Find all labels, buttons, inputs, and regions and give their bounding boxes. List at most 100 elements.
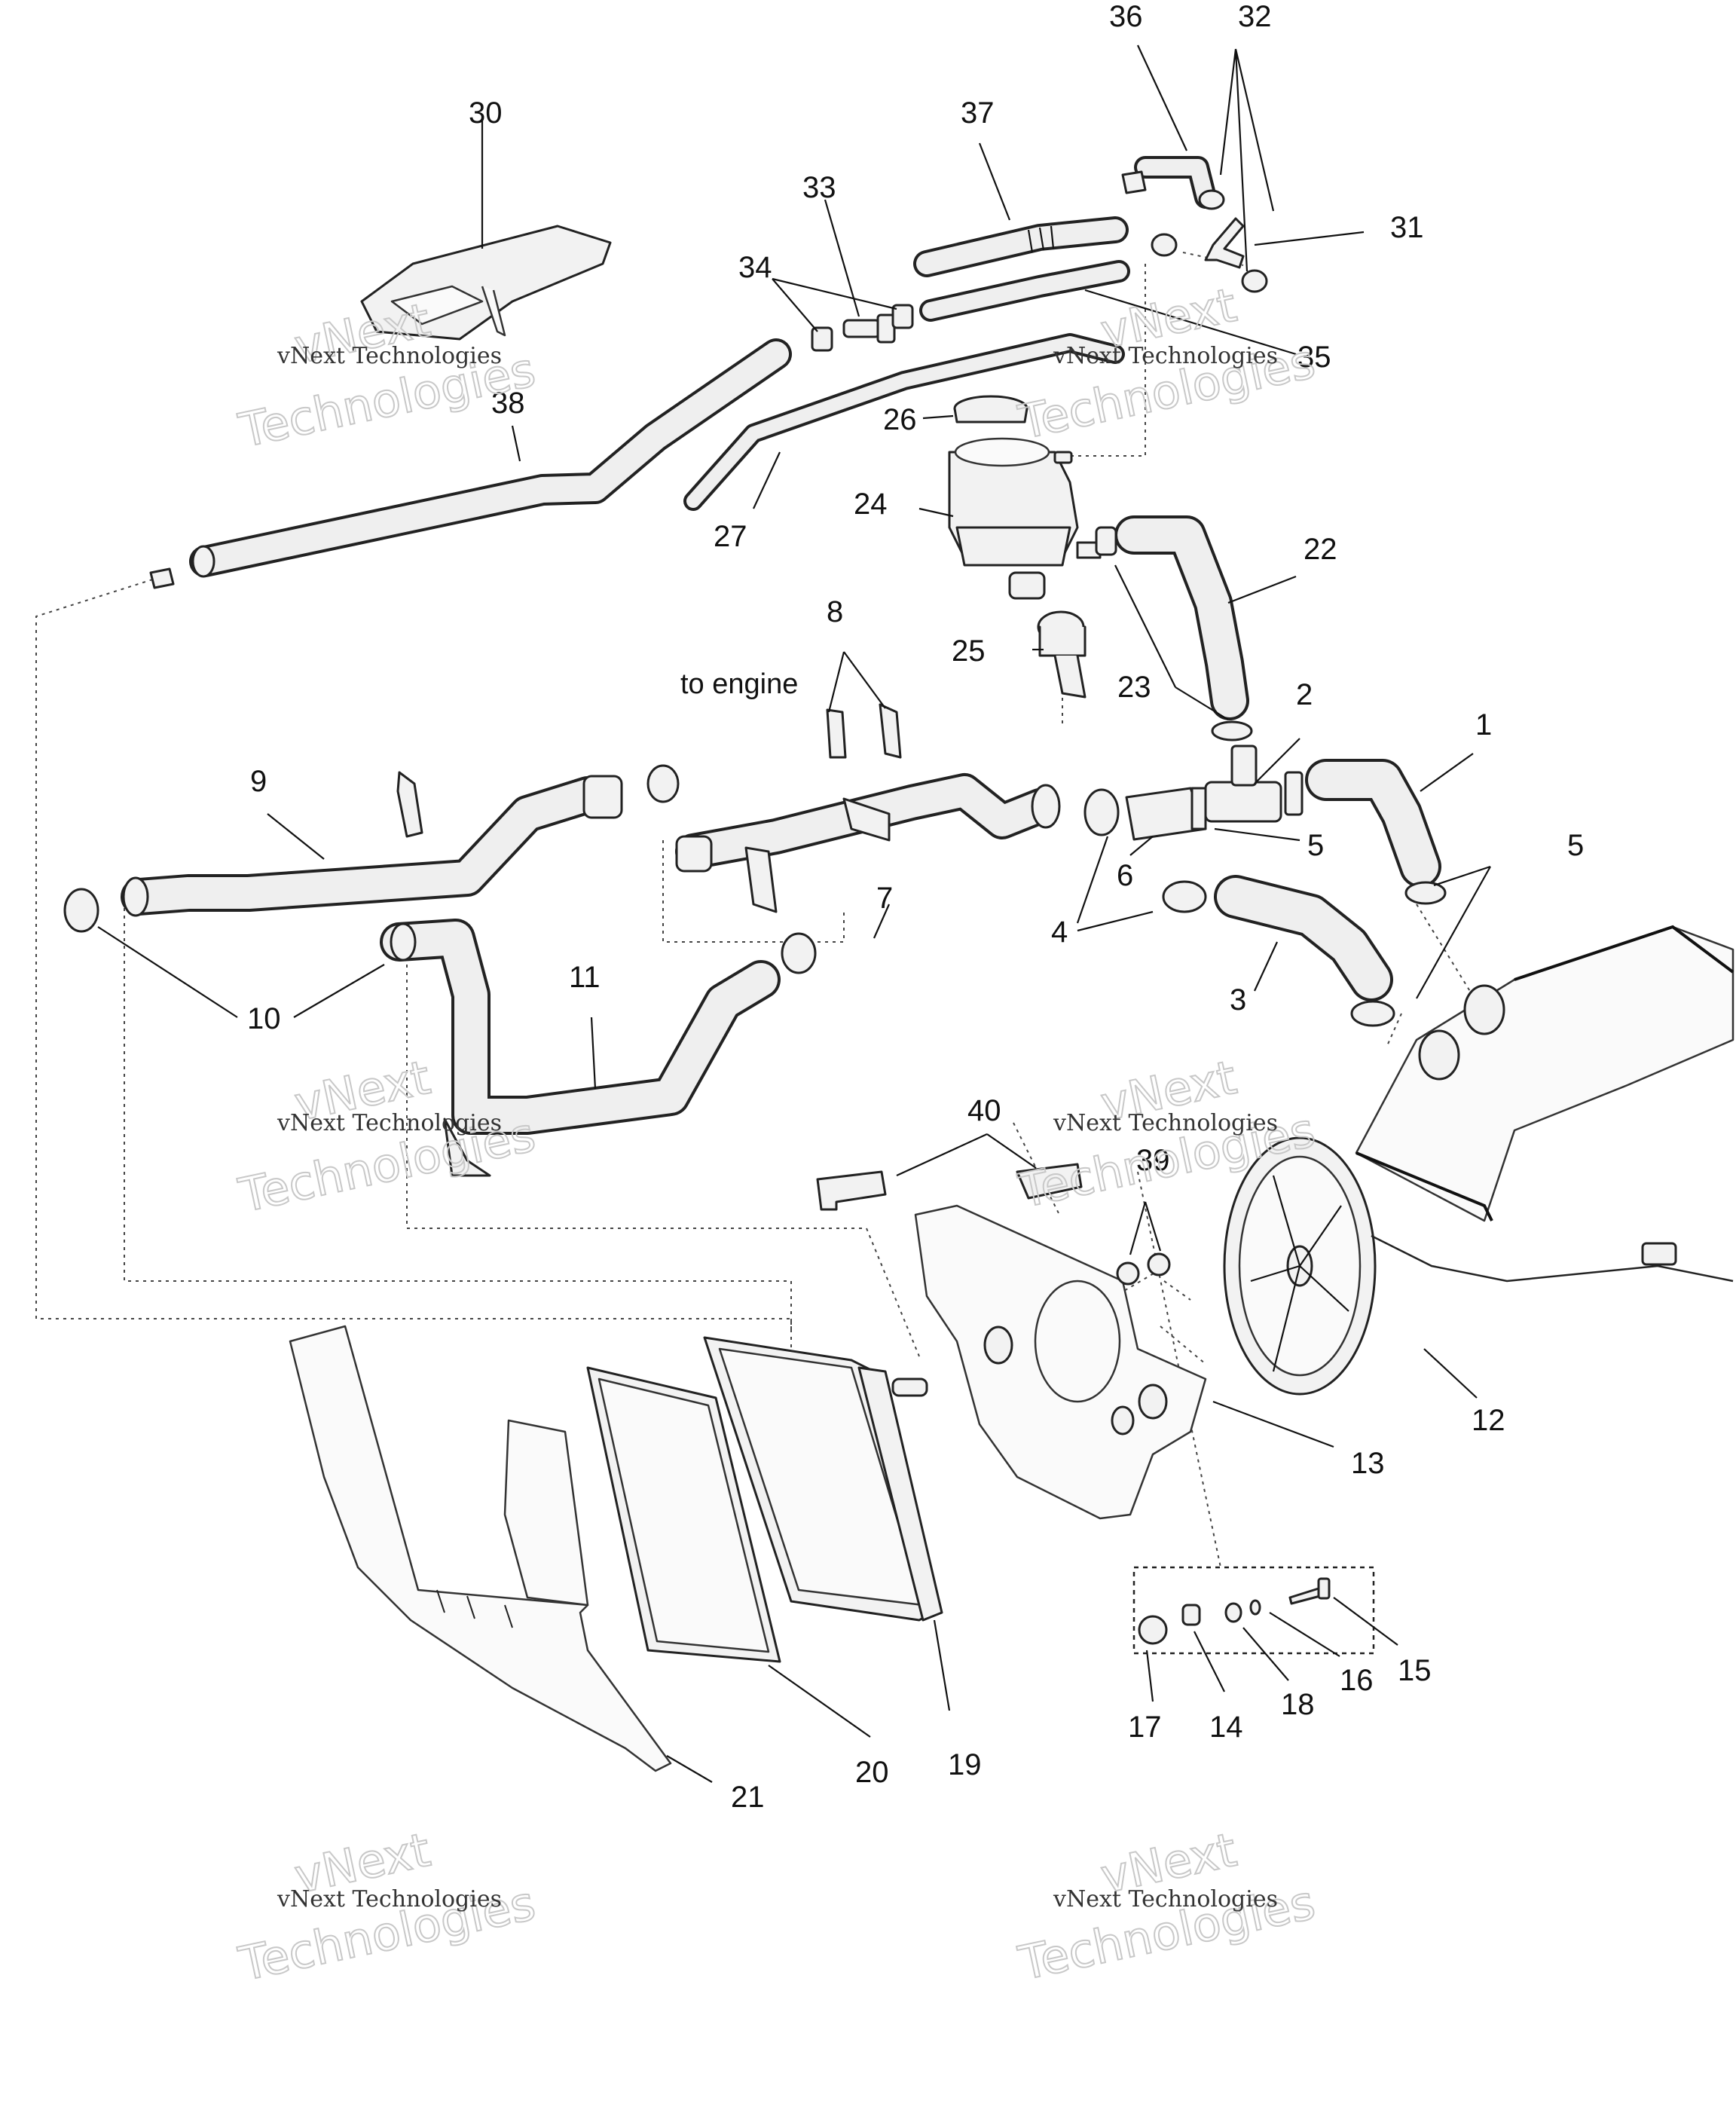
hose-part-1 bbox=[1305, 759, 1441, 888]
callout-32: 32 bbox=[1238, 0, 1272, 33]
clamp-part-8-small bbox=[396, 771, 423, 838]
callout-11: 11 bbox=[569, 961, 601, 994]
watermark-text: vNext Technologies bbox=[277, 1886, 502, 1913]
pipe-part-11 bbox=[380, 919, 781, 1177]
frame-panel bbox=[1355, 925, 1734, 1222]
fitting-part-33 bbox=[842, 313, 896, 344]
bracket-part-40b bbox=[1016, 1163, 1083, 1200]
callout-37: 37 bbox=[961, 96, 995, 130]
callout-36: 36 bbox=[1109, 0, 1143, 33]
callout-19: 19 bbox=[948, 1748, 982, 1781]
tee-fitting-part-31 bbox=[1204, 217, 1245, 269]
callout-3: 3 bbox=[1230, 983, 1246, 1017]
reservoir-bracket-part-25 bbox=[1037, 610, 1087, 699]
callout-38: 38 bbox=[491, 387, 525, 420]
cooling-fan-part-12 bbox=[1223, 1136, 1734, 1396]
hose-part-22 bbox=[1114, 515, 1249, 720]
watermark-bottom-left: vNext Technologies vNext Technologies bbox=[234, 1821, 541, 1992]
clamp-part-10b bbox=[781, 932, 817, 974]
watermark-text: vNext Technologies bbox=[277, 343, 502, 369]
callout-labels: 1 2 3 4 5 5 6 7 8 9 10 11 12 13 14 15 16… bbox=[247, 0, 1584, 1814]
watermark-bottom-right: vNext Technologies vNext Technologies bbox=[1013, 1821, 1321, 1992]
callout-16: 16 bbox=[1340, 1664, 1374, 1697]
callout-7: 7 bbox=[876, 882, 893, 915]
callout-25: 25 bbox=[952, 634, 986, 668]
callout-4: 4 bbox=[1051, 916, 1068, 949]
clamp-part-5c bbox=[1350, 1000, 1395, 1027]
leader-lines bbox=[97, 44, 1491, 1783]
clamp-part-34a bbox=[811, 326, 833, 352]
clamp-part-engine-side bbox=[646, 764, 680, 803]
hose-part-27 bbox=[683, 333, 1125, 511]
callout-39: 39 bbox=[1136, 1144, 1170, 1177]
callout-18: 18 bbox=[1281, 1688, 1315, 1721]
grommet-part-39a bbox=[1116, 1261, 1140, 1286]
bracket-part-30 bbox=[360, 225, 612, 341]
callout-34: 34 bbox=[738, 251, 772, 284]
clamp-part-34b bbox=[891, 304, 914, 329]
nut-part-16 bbox=[1249, 1599, 1261, 1616]
bolt-part-15 bbox=[1288, 1577, 1331, 1605]
callout-9: 9 bbox=[250, 765, 267, 798]
watermark-text: vNext Technologies bbox=[277, 1110, 502, 1136]
callout-21: 21 bbox=[731, 1781, 765, 1814]
coolant-reservoir-part-24 bbox=[948, 437, 1102, 600]
callout-40: 40 bbox=[967, 1094, 1001, 1127]
callout-24: 24 bbox=[854, 488, 888, 521]
clamp-part-32c bbox=[1241, 269, 1268, 293]
callout-14: 14 bbox=[1209, 1711, 1243, 1744]
callout-33: 33 bbox=[802, 171, 836, 204]
clamp-part-5b bbox=[1404, 881, 1447, 905]
callout-23: 23 bbox=[1117, 671, 1151, 704]
hose-part-37 bbox=[913, 216, 1129, 277]
watermark-text: vNext Technologies bbox=[1053, 343, 1278, 369]
bracket-part-40a bbox=[816, 1170, 887, 1211]
callout-30: 30 bbox=[469, 96, 503, 130]
grommet-part-39b bbox=[1147, 1252, 1171, 1277]
callout-15: 15 bbox=[1398, 1654, 1432, 1687]
callout-12: 12 bbox=[1472, 1404, 1505, 1437]
callout-35: 35 bbox=[1297, 341, 1331, 374]
callout-13: 13 bbox=[1351, 1447, 1385, 1480]
panel-part-21 bbox=[289, 1325, 672, 1772]
watermark-mid-left: vNext Technologies vNext Technologies bbox=[234, 1049, 541, 1224]
clamp-part-32a bbox=[1198, 189, 1225, 210]
spacer-part-14 bbox=[1181, 1604, 1201, 1626]
metal-pipe-part-7 bbox=[675, 773, 1061, 913]
radiator-part-19 bbox=[703, 1336, 943, 1622]
hose-sleeve-part-6 bbox=[1125, 787, 1207, 841]
to-engine-note: to engine bbox=[680, 668, 798, 700]
pipe-part-9 bbox=[121, 775, 623, 917]
callout-1: 1 bbox=[1475, 708, 1492, 741]
callout-10: 10 bbox=[247, 1002, 281, 1035]
hose-part-35 bbox=[919, 260, 1130, 322]
hose-part-38 bbox=[149, 338, 792, 589]
elbow-hose-part-36 bbox=[1121, 156, 1217, 209]
callout-31: 31 bbox=[1390, 211, 1424, 244]
callout-5a: 5 bbox=[1307, 829, 1324, 862]
callout-20: 20 bbox=[855, 1756, 889, 1789]
watermark-text: vNext Technologies bbox=[1053, 1110, 1278, 1136]
callout-22: 22 bbox=[1304, 533, 1337, 566]
callout-2: 2 bbox=[1296, 678, 1313, 711]
clamp-part-8b bbox=[879, 703, 902, 759]
clamp-part-4b bbox=[1162, 880, 1207, 913]
callout-26: 26 bbox=[883, 403, 917, 436]
clamp-part-23 bbox=[1095, 526, 1253, 741]
callout-8: 8 bbox=[827, 595, 843, 628]
callout-5b: 5 bbox=[1567, 829, 1584, 862]
tee-fitting-part-2 bbox=[1204, 745, 1282, 823]
fan-shroud-part-13 bbox=[914, 1204, 1207, 1520]
watermark-text: vNext Technologies bbox=[1053, 1886, 1278, 1913]
radiator-screen-part-20 bbox=[586, 1366, 781, 1663]
hose-part-3 bbox=[1214, 875, 1393, 1001]
watermark-top-right: vNext Technologies vNext Technologies bbox=[1013, 277, 1321, 451]
radiator-cap-part-26 bbox=[953, 395, 1028, 423]
clamp-part-10a bbox=[63, 888, 99, 933]
clamp-part-4a bbox=[1083, 788, 1120, 836]
callout-6: 6 bbox=[1117, 859, 1133, 892]
clamp-part-5a bbox=[1284, 771, 1304, 816]
clamp-part-8a bbox=[826, 708, 847, 759]
hardware-group-box bbox=[1132, 1566, 1375, 1655]
